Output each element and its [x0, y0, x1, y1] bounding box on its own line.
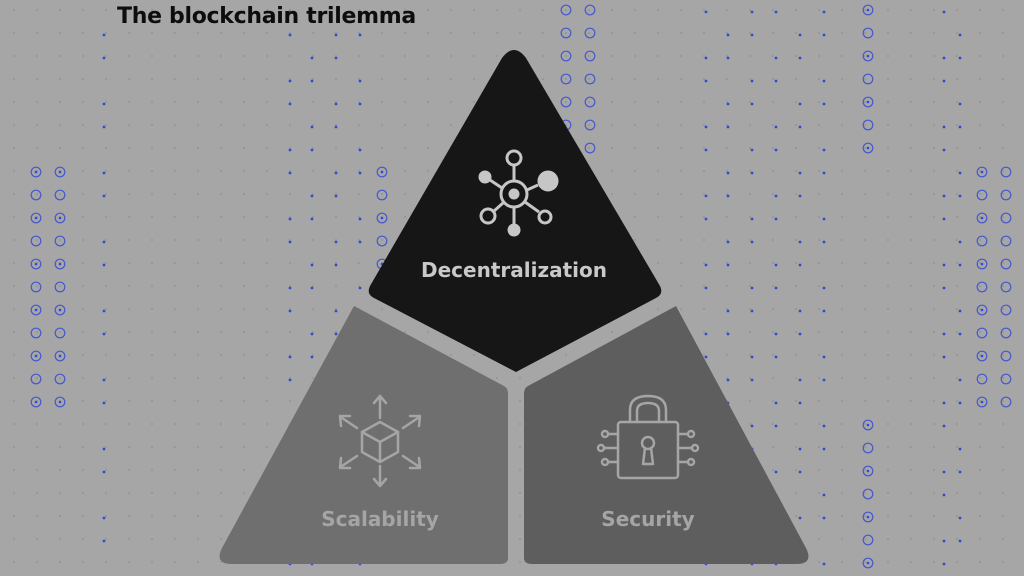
segment-scalability-label: Scalability: [321, 507, 439, 531]
segment-decentralization-label: Decentralization: [421, 258, 607, 282]
scaling-cube-icon: [338, 394, 422, 488]
segment-security-shape: [524, 306, 809, 564]
circuit-padlock-icon: [596, 394, 700, 480]
segment-security: Security: [524, 306, 809, 564]
segment-scalability: Scalability: [219, 306, 509, 564]
page-title: The blockchain trilemma: [117, 4, 416, 29]
segment-scalability-shape: [219, 306, 509, 564]
segment-decentralization: Decentralization: [368, 50, 662, 372]
network-hub-icon: [478, 149, 559, 237]
segment-security-label: Security: [601, 507, 694, 531]
